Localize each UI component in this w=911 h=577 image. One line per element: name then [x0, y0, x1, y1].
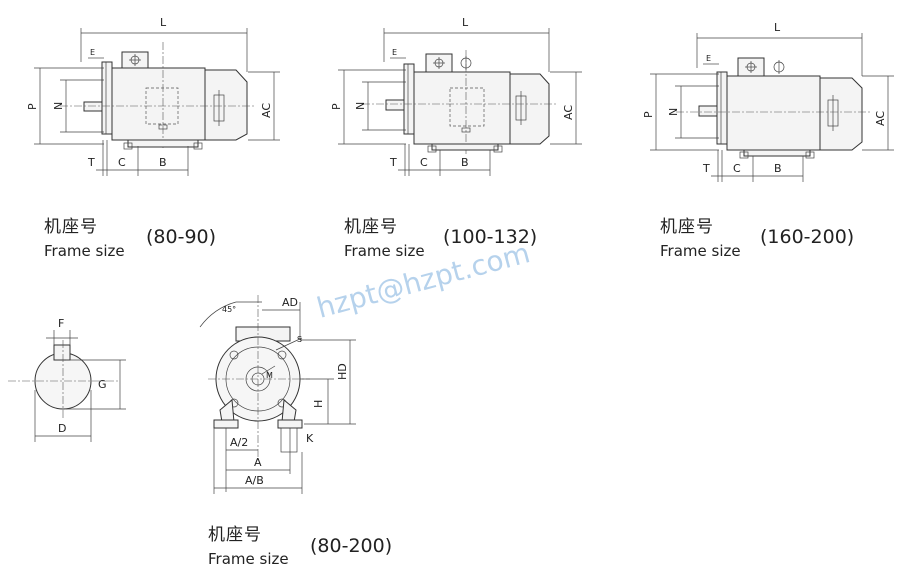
dim-label-L: L	[462, 16, 469, 29]
dim-label-A-half: A/2	[230, 436, 248, 449]
caption-cn: 机座号	[208, 525, 262, 545]
caption-3: 机座号 Frame size (160-200)	[660, 217, 854, 260]
dim-label-N: N	[354, 102, 367, 110]
dim-label-E: E	[706, 54, 711, 63]
dim-label-B: B	[159, 156, 167, 169]
caption-range: (160-200)	[760, 226, 854, 248]
caption-4: 机座号 Frame size (80-200)	[208, 525, 392, 568]
dim-label-T: T	[389, 156, 397, 169]
caption-en: Frame size	[344, 242, 425, 260]
side-view-frame-80-90: L E P N	[26, 16, 280, 176]
dim-label-M: M	[266, 371, 273, 380]
caption-range: (80-200)	[310, 535, 392, 557]
dim-label-A: A	[254, 456, 262, 469]
dim-label-D: D	[58, 422, 66, 435]
dim-label-P: P	[642, 111, 655, 118]
caption-range: (80-90)	[146, 226, 216, 248]
dim-label-C: C	[420, 156, 428, 169]
dim-label-N: N	[667, 108, 680, 116]
dim-label-L: L	[774, 21, 781, 34]
dim-label-N: N	[52, 102, 65, 110]
dim-label-AD: AD	[282, 296, 298, 309]
dim-label-H: H	[312, 400, 325, 408]
dim-label-AC: AC	[260, 103, 273, 118]
dim-label-AB: A/B	[245, 474, 264, 487]
dim-label-E: E	[90, 48, 95, 57]
side-view-frame-100-132: L E P N AC	[330, 16, 582, 176]
dim-label-C: C	[733, 162, 741, 175]
dim-label-P: P	[330, 103, 343, 110]
dim-label-E: E	[392, 48, 397, 57]
dim-label-T: T	[702, 162, 710, 175]
caption-en: Frame size	[44, 242, 125, 260]
dim-label-F: F	[58, 317, 64, 330]
caption-cn: 机座号	[44, 217, 98, 237]
dim-label-T: T	[87, 156, 95, 169]
caption-2: 机座号 Frame size (100-132)	[344, 217, 537, 260]
caption-en: Frame size	[208, 550, 289, 568]
dim-label-L: L	[160, 16, 167, 29]
dim-label-G: G	[98, 378, 107, 391]
dim-label-S: S	[297, 335, 302, 344]
dim-label-B: B	[774, 162, 782, 175]
side-view-frame-160-200: L E P N AC T C	[642, 21, 894, 182]
shaft-cross-section: F G D	[8, 317, 126, 442]
dim-label-B: B	[461, 156, 469, 169]
dim-label-AC: AC	[562, 105, 575, 120]
dim-label-HD: HD	[336, 363, 349, 380]
dim-label-P: P	[26, 103, 39, 110]
caption-cn: 机座号	[344, 217, 398, 237]
caption-range: (100-132)	[443, 226, 537, 248]
caption-en: Frame size	[660, 242, 741, 260]
dim-label-angle: 45°	[222, 305, 236, 314]
dim-label-K: K	[306, 432, 314, 445]
front-view: 45° AD S M HD H K A/2 A	[199, 295, 356, 494]
dim-label-C: C	[118, 156, 126, 169]
dim-label-AC: AC	[874, 111, 887, 126]
caption-cn: 机座号	[660, 217, 714, 237]
caption-1: 机座号 Frame size (80-90)	[44, 217, 216, 260]
